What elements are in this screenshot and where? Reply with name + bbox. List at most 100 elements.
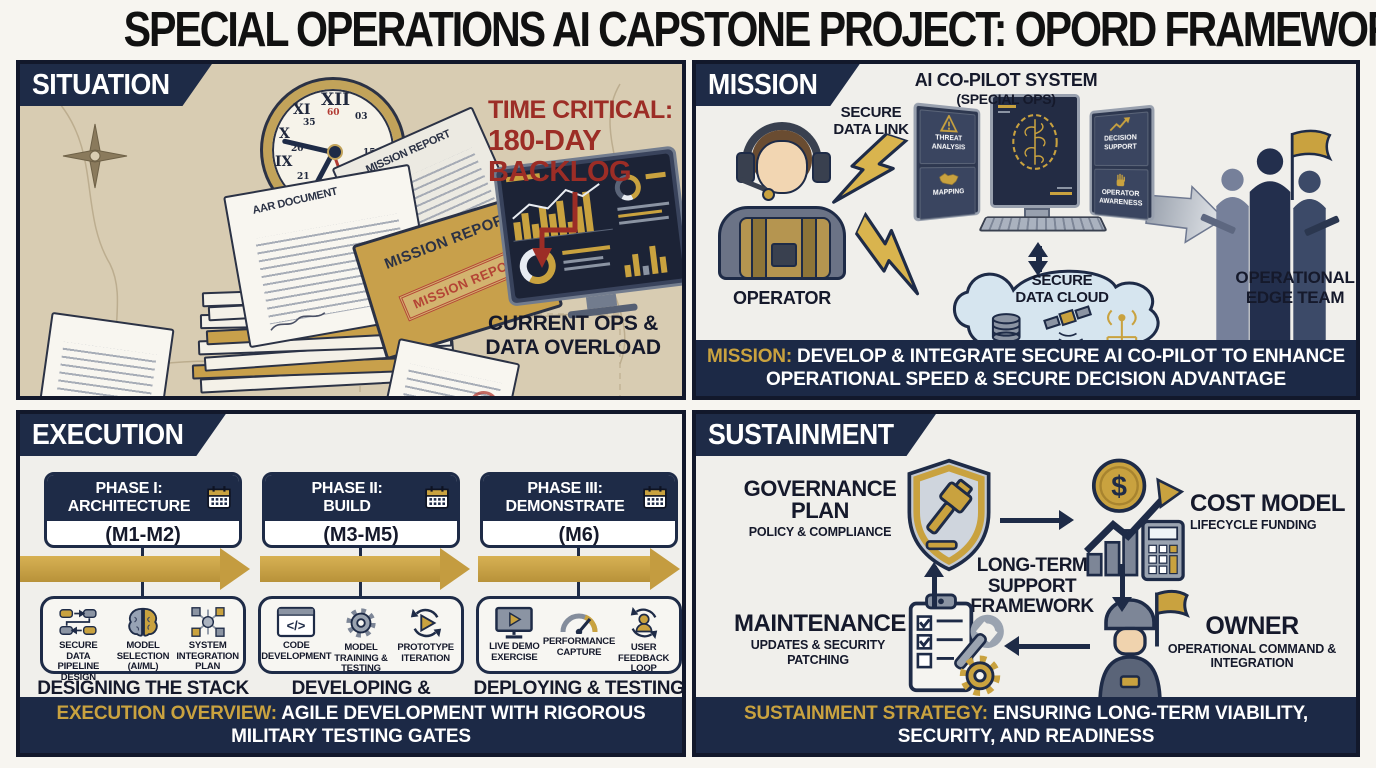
lightning-bolt-icon (832, 131, 909, 204)
owner-block: OWNER OPERATIONAL COMMAND & INTEGRATION (1164, 612, 1340, 670)
operator-vest (718, 206, 846, 280)
handoff-arrow (1145, 184, 1226, 244)
phase-3-card: PHASE III: DEMONSTRATE (M6) (480, 472, 678, 548)
phase-3-title-line1: PHASE III: (527, 480, 603, 498)
task-item: USER FEEDBACK LOOP (612, 606, 676, 675)
task-label: SYSTEM INTEGRATION PLAN (176, 640, 239, 673)
timeline-arrow-2 (260, 548, 470, 590)
operator-figure: OPERATOR (716, 120, 848, 312)
execution-banner: EXECUTION OVERVIEW: AGILE DEVELOPMENT WI… (20, 696, 682, 753)
execution-panel: EXECUTION PHASE I: ARCHITECTURE (M1-M2) … (16, 410, 686, 757)
screen-mapping-label: MAPPING (932, 186, 965, 198)
page-title-text: SPECIAL OPERATIONS AI CAPSTONE PROJECT: … (123, 3, 1376, 57)
system-title-line1: AI CO-PILOT SYSTEM (914, 70, 1098, 90)
center-framework-label: LONG-TERM SUPPORT FRAMEWORK (970, 555, 1094, 618)
phase-2-card: PHASE II: BUILD (M3-M5) (262, 472, 460, 548)
owner-sub: OPERATIONAL COMMAND & INTEGRATION (1167, 641, 1337, 670)
document-stack: MISSION REPORT AAR DOCUMENT MISSION REPO… (39, 106, 564, 396)
task-item: LIVE DEMO EXERCISE (482, 606, 546, 663)
situation-caption-line2: DATA OVERLOAD (485, 336, 661, 359)
time-critical-line2: 180-DAY (488, 124, 602, 157)
warning-triangle-icon (940, 114, 958, 132)
screen-decision-label: DECISION SUPPORT (1104, 132, 1137, 151)
shield-gavel-icon (907, 458, 991, 572)
mission-panel: MISSION AI CO-PILOT SYSTEM (SPECIAL OPS)… (692, 60, 1360, 400)
maintenance-block: MAINTENANCE UPDATES & SECURITY PATCHING (734, 611, 906, 667)
operator-face (756, 140, 808, 194)
operator-label: OPERATOR (733, 288, 831, 308)
execution-banner-prefix: EXECUTION OVERVIEW: (56, 702, 277, 724)
phase-3-title-line2: DEMONSTRATE (505, 498, 625, 515)
cloud-label: SECURE DATA CLOUD (1015, 272, 1109, 306)
data-pipeline-icon (59, 609, 97, 635)
keyboard-icon (978, 216, 1108, 232)
gauge-icon (560, 613, 598, 634)
task-item: PROTOTYPE ITERATION (394, 606, 458, 664)
execution-banner-text: AGILE DEVELOPMENT WITH RIGOROUS MILITARY… (231, 702, 646, 747)
live-demo-icon (495, 606, 534, 639)
cost-model-icon: $ (1084, 458, 1185, 582)
situation-panel: SITUATION XII XI X IX 60 35 03 21 15 20 (16, 60, 686, 400)
dashboard-mini-bars (622, 239, 679, 278)
svg-text:$: $ (1111, 470, 1127, 502)
situation-caption: CURRENT OPS & DATA OVERLOAD (460, 312, 682, 360)
phase-2-tasks: </> CODE DEVELOPMENT MODEL TRAINING & TE… (258, 596, 464, 674)
owner-soldier-icon (1098, 589, 1190, 704)
clock-minute-60: 60 (327, 108, 340, 118)
compass-icon (62, 123, 128, 189)
screen-threat-label: THREAT ANALYSIS (931, 132, 966, 151)
edge-team-soldiers (1200, 129, 1340, 349)
trend-up-icon (1109, 116, 1131, 133)
owner-title: OWNER (1205, 612, 1299, 640)
task-item: MODEL SELECTION (AI/ML) (111, 606, 175, 673)
task-item: MODEL TRAINING & TESTING (329, 606, 393, 675)
clock-numeral-10: X (279, 126, 290, 142)
threat-analysis-screen: THREAT ANALYSIS MAPPING (913, 102, 981, 222)
time-critical-line1: TIME CRITICAL: (488, 96, 673, 124)
maintenance-icon (908, 593, 1004, 696)
decision-support-screen: DECISION SUPPORT OPERATOR AWARENESS (1089, 104, 1155, 222)
calendar-icon (643, 486, 667, 509)
maintenance-sub: UPDATES & SECURITY PATCHING (750, 638, 886, 667)
clock-minute-20: 20 (291, 144, 304, 154)
phase-1-title-line2: ARCHITECTURE (67, 498, 191, 515)
mission-banner: MISSION: DEVELOP & INTEGRATE SECURE AI C… (696, 339, 1356, 396)
gear-icon (346, 608, 376, 638)
lightning-bolt-icon (854, 211, 920, 296)
iteration-icon (410, 608, 441, 638)
aar-document-paper: AAR DOCUMENT (223, 163, 436, 349)
ai-brain-icon (1012, 114, 1058, 170)
arrow-cost-to-owner (1112, 564, 1132, 612)
ai-core-screen (990, 94, 1080, 208)
phase-3-tasks: LIVE DEMO EXERCISE PERFORMANCE CAPTURE U… (476, 596, 682, 674)
phase-1-tasks: SECURE DATA PIPELINE DESIGN MODEL SELECT… (40, 596, 246, 683)
arrow-owner-to-maintenance (1004, 636, 1090, 656)
task-label: PERFORMANCE CAPTURE (542, 636, 616, 658)
calendar-icon (207, 486, 231, 509)
task-label: SECURE DATA PIPELINE DESIGN (57, 640, 100, 683)
mission-banner-prefix: MISSION: (707, 345, 792, 367)
sustainment-banner-prefix: SUSTAINMENT STRATEGY: (743, 702, 988, 724)
cost-block: COST MODEL LIFECYCLE FUNDING (1190, 491, 1350, 533)
page-title: SPECIAL OPERATIONS AI CAPSTONE PROJECT: … (0, 2, 1376, 58)
sustainment-banner-text: ENSURING LONG-TERM VIABILITY, SECURITY, … (897, 702, 1309, 747)
mission-banner-text: DEVELOP & INTEGRATE SECURE AI CO-PILOT T… (766, 345, 1345, 390)
cost-sub: LIFECYCLE FUNDING (1190, 518, 1317, 533)
phase-1-months: (M1-M2) (105, 524, 181, 546)
arrow-maintenance-to-governance (924, 562, 944, 608)
task-label: MODEL SELECTION (AI/ML) (116, 640, 170, 673)
task-item: SYSTEM INTEGRATION PLAN (176, 606, 240, 673)
screen-awareness-label: OPERATOR AWARENESS (1099, 187, 1143, 208)
phase-1-card: PHASE I: ARCHITECTURE (M1-M2) (44, 472, 242, 548)
satellite-icon (1043, 305, 1093, 344)
phase-1-caption: DESIGNING THE STACK (37, 678, 249, 699)
phase-2-title-line1: PHASE II: (311, 480, 383, 498)
system-title-line2: (SPECIAL OPS) (956, 91, 1056, 107)
task-item: </> CODE DEVELOPMENT (261, 606, 332, 662)
governance-sub: POLICY & COMPLIANCE (748, 524, 892, 539)
us-map-icon (937, 170, 960, 187)
task-item: PERFORMANCE CAPTURE (543, 606, 615, 658)
clock-numeral-12: XII (321, 90, 351, 110)
user-feedback-icon (630, 606, 657, 640)
clock-numeral-11: XI (293, 102, 311, 118)
